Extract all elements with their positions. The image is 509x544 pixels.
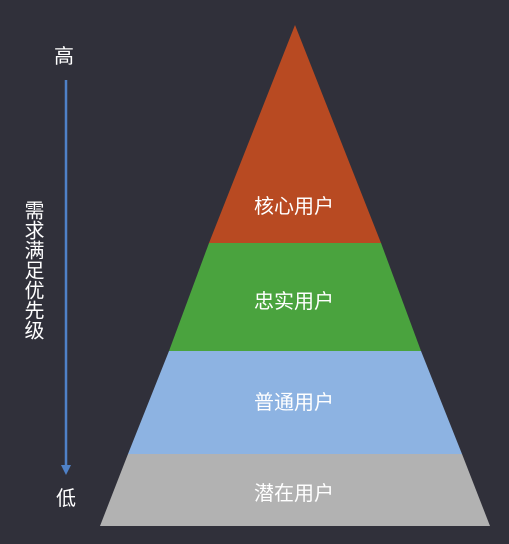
tier-label-loyal: 忠实用户 [254,289,334,313]
tier-regular-users [128,351,462,454]
priority-high-label: 高 [54,44,74,68]
tier-loyal-users [169,243,421,351]
tier-label-potential: 潜在用户 [254,481,334,505]
tier-label-regular: 普通用户 [254,390,334,414]
tier-label-core: 核心用户 [254,194,334,218]
tier-potential-users [100,454,490,526]
tier-core-users [209,25,381,243]
priority-axis-title: 需求满足优先级 [21,200,45,340]
priority-low-label: 低 [56,486,76,510]
